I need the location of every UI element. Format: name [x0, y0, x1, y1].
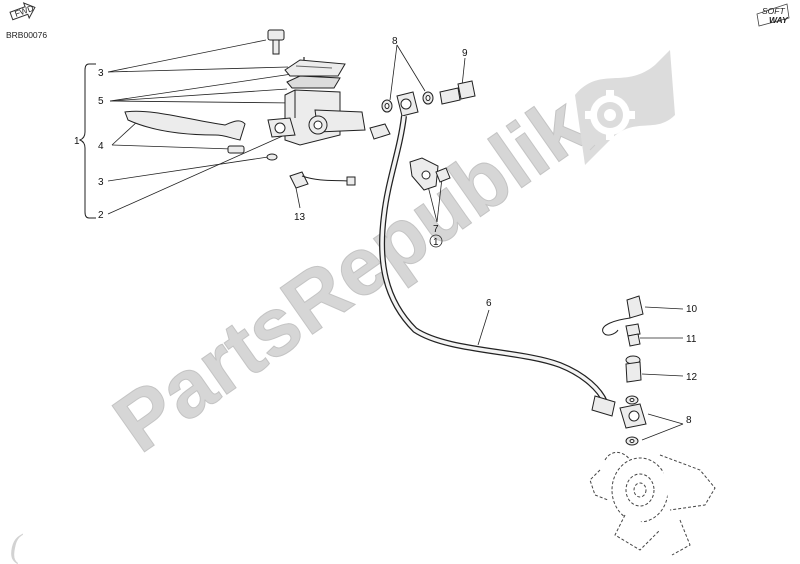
callout-5: 5	[98, 96, 104, 107]
brake-lever	[124, 110, 246, 141]
lower-fittings	[591, 295, 647, 446]
caliper-sprocket	[589, 452, 716, 556]
diagram-code: BRB00076	[6, 30, 47, 40]
banjo-top	[381, 80, 476, 117]
callout-8-bottom: 8	[686, 415, 692, 426]
callout-3-top: 3	[98, 68, 104, 79]
callout-13: 13	[294, 212, 306, 223]
callout-7: 7	[433, 224, 439, 235]
callout-11: 11	[686, 334, 697, 345]
watermark-gear-icon	[575, 50, 675, 165]
brand-top-text: SOFT	[762, 6, 785, 16]
brake-hose	[379, 115, 608, 404]
callout-1: 1	[74, 136, 80, 147]
callout-3-bottom: 3	[98, 177, 104, 188]
callout-10: 10	[686, 304, 698, 315]
fwd-arrow-icon: FWD	[9, 2, 36, 21]
master-cylinder-body	[267, 89, 366, 146]
callout-8-top: 8	[392, 36, 398, 47]
group-bracket	[78, 63, 96, 219]
callout-4: 4	[98, 141, 104, 152]
callout-7-circle-text: 1	[433, 237, 439, 248]
leader-lines	[107, 39, 684, 441]
callout-labels: 1 2 3 3 4 5 6 7 1 8 8 9 10 11 12 13	[74, 36, 698, 426]
watermark-text: PartsRepublik	[98, 79, 602, 470]
callout-9: 9	[462, 48, 468, 59]
watermark-bottom-icon: (	[10, 528, 24, 564]
fwd-arrow-text: FWD	[13, 3, 35, 19]
hose-clamp	[409, 157, 451, 191]
master-cylinder-assembly	[124, 29, 391, 189]
callout-6: 6	[486, 298, 492, 309]
callout-2: 2	[98, 210, 104, 221]
brand-logo: SOFT WAY	[756, 3, 790, 27]
reservoir-cap	[284, 59, 346, 77]
brand-bottom-text: WAY	[769, 15, 789, 25]
pivot-pin	[227, 145, 245, 154]
screw-part	[267, 29, 285, 55]
callout-12: 12	[686, 372, 698, 383]
brake-switch	[289, 171, 356, 189]
callout-7-circle: 1	[429, 234, 443, 248]
